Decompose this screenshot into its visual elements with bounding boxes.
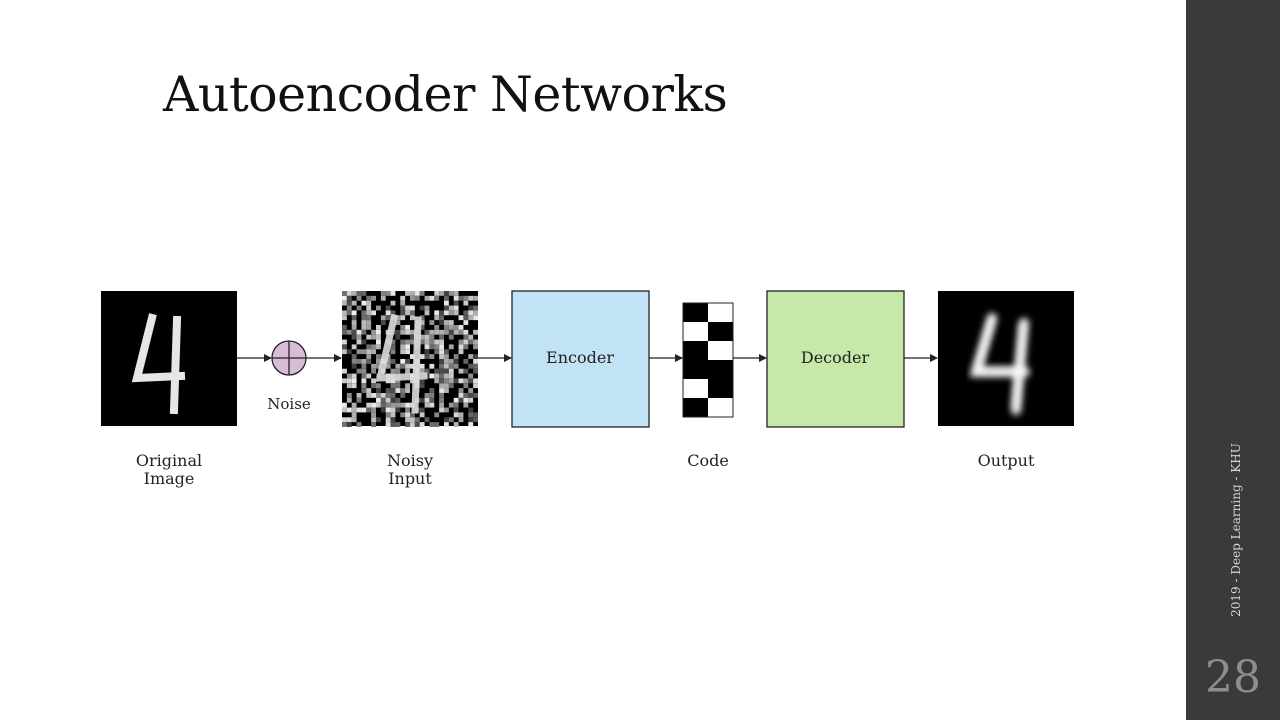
- autoencoder-diagram: Noise Encoder Decoder Original Image Noi…: [101, 290, 1074, 488]
- output-image: [938, 291, 1074, 426]
- noise-add-symbol: [271, 340, 307, 376]
- slide-title: Autoencoder Networks: [163, 66, 728, 123]
- code-cell: [708, 303, 733, 322]
- encoder-box: [511, 290, 650, 428]
- code-cell: [708, 398, 733, 417]
- code-cell: [683, 379, 708, 398]
- code-cell: [708, 341, 733, 360]
- original-image-label-line2: Image: [144, 469, 195, 488]
- decoder-label: Decoder: [801, 348, 870, 367]
- code-cell: [683, 322, 708, 341]
- page-number: 28: [1205, 652, 1261, 703]
- decoder-box: [766, 290, 905, 428]
- code-label: Code: [687, 451, 729, 470]
- footer-text: 2019 - Deep Learning - KHU: [1229, 443, 1243, 617]
- noisy-input-label-line1: Noisy: [387, 451, 433, 470]
- original-image: [101, 291, 237, 426]
- sidebar-panel: [1186, 0, 1280, 720]
- code-border: [682, 302, 734, 418]
- code-vector: [682, 302, 734, 418]
- output-label: Output: [978, 451, 1035, 470]
- code-cell: [708, 379, 733, 398]
- code-cell: [708, 322, 733, 341]
- code-cell: [683, 341, 708, 360]
- noisy-input-label-line2: Input: [388, 469, 432, 488]
- noise-label: Noise: [267, 395, 311, 413]
- code-cell: [683, 360, 708, 379]
- code-cell: [708, 360, 733, 379]
- encoder-label: Encoder: [546, 348, 614, 367]
- noisy-input-image: [342, 291, 478, 427]
- code-cell: [683, 303, 708, 322]
- code-cell: [683, 398, 708, 417]
- original-image-label-line1: Original: [136, 451, 202, 470]
